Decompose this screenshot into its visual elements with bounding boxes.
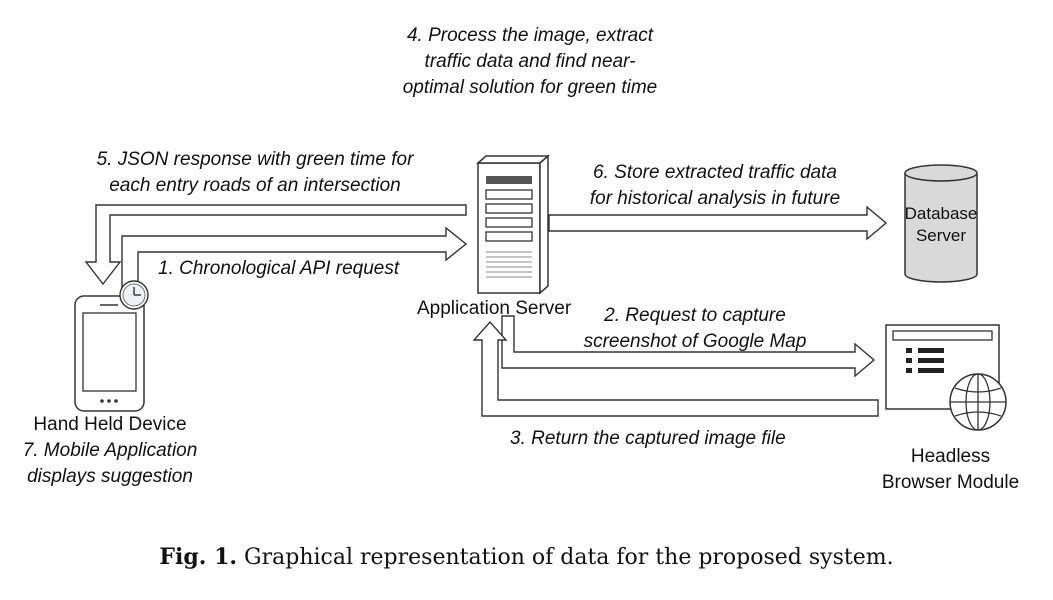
step-7-line-1: 7. Mobile Application [22, 440, 198, 461]
handheld-title: Hand Held Device [33, 414, 187, 435]
step-4-line-2: traffic data and find near- [424, 51, 636, 72]
clock-icon [119, 280, 149, 310]
step-5-line-2: each entry roads of an intersection [109, 175, 401, 196]
database-line-1: Database [904, 204, 978, 223]
figure-caption: Fig. 1. Graphical representation of data… [0, 544, 1053, 570]
headless-line-2: Browser Module [881, 472, 1020, 493]
step-5-line-1: 5. JSON response with green time for [96, 149, 414, 170]
step-1-label: 1. Chronological API request [158, 258, 400, 279]
headless-line-1: Headless [910, 446, 991, 467]
database-label: Database Server [896, 203, 986, 247]
globe-icon [949, 373, 1007, 431]
arrow-store-data [548, 205, 888, 241]
caption-prefix: Fig. 1. [159, 544, 238, 570]
step-6-line-2: for historical analysis in future [589, 188, 841, 209]
step-6-line-1: 6. Store extracted traffic data [593, 162, 837, 183]
arrow-json-response [84, 204, 467, 286]
step-7-line-2: displays suggestion [27, 466, 193, 487]
step-6-label: 6. Store extracted traffic data for hist… [565, 160, 865, 212]
step-2-label: 2. Request to capture screenshot of Goog… [545, 303, 845, 355]
app-server-label: Application Server [417, 298, 572, 319]
arrow-api-request [121, 226, 468, 288]
step-3-label: 3. Return the captured image file [510, 428, 786, 449]
handheld-label: Hand Held Device 7. Mobile Application d… [10, 412, 210, 490]
database-icon [904, 164, 978, 283]
arrow-capture-request [501, 315, 876, 378]
step-2-line-1: 2. Request to capture [604, 305, 786, 326]
step-4-line-1: 4. Process the image, extract [406, 25, 654, 46]
step-5-label: 5. JSON response with green time for eac… [70, 147, 440, 199]
step-2-line-2: screenshot of Google Map [583, 331, 807, 352]
step-4-label: 4. Process the image, extract traffic da… [370, 23, 690, 101]
phone-icon [74, 295, 145, 412]
server-icon [476, 154, 550, 295]
headless-label: Headless Browser Module [868, 444, 1033, 496]
step-4-line-3: optimal solution for green time [402, 77, 658, 98]
arrow-return-image [472, 320, 879, 417]
database-line-2: Server [915, 226, 967, 245]
caption-text: Graphical representation of data for the… [237, 545, 894, 570]
